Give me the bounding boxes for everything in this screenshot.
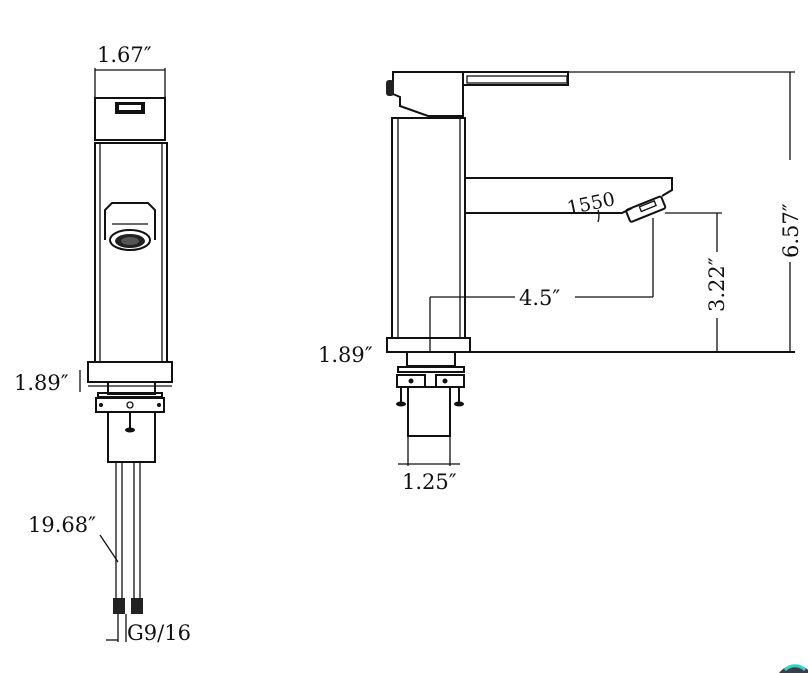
front-view: 1.67″ 1.89″ 19.68″ xyxy=(14,43,191,645)
reach-label: 4.5″ xyxy=(519,286,560,310)
front-width-label: 1.67″ xyxy=(97,43,152,67)
shank xyxy=(107,411,156,463)
side-shank xyxy=(407,386,451,437)
hose-length-label: 19.68″ xyxy=(28,513,96,537)
handle-block xyxy=(392,71,464,117)
handle-knob xyxy=(386,80,394,96)
side-base-height-label: 1.89″ xyxy=(318,343,373,367)
total-height-label: 6.57″ xyxy=(779,203,803,258)
supply-hoses xyxy=(113,462,143,614)
handle-cap xyxy=(94,97,166,141)
connector-label: G9/16 xyxy=(127,621,191,645)
front-base xyxy=(87,361,173,383)
shank-width-label: 1.25″ xyxy=(402,470,457,494)
lever xyxy=(462,71,569,86)
faucet-body xyxy=(94,142,168,363)
aerator xyxy=(104,202,156,251)
angle-label: 1550 xyxy=(565,188,617,220)
mounting-plate xyxy=(95,397,165,413)
side-body xyxy=(391,117,466,339)
spout-height-label: 3.22″ xyxy=(705,257,729,312)
side-base xyxy=(386,337,471,353)
front-base-height-label: 1.89″ xyxy=(14,371,69,395)
side-view: 1550 3.22″ 6.57″ 4.5″ 1.89″ 1.25″ xyxy=(318,71,803,494)
spout-aerator xyxy=(625,195,667,223)
